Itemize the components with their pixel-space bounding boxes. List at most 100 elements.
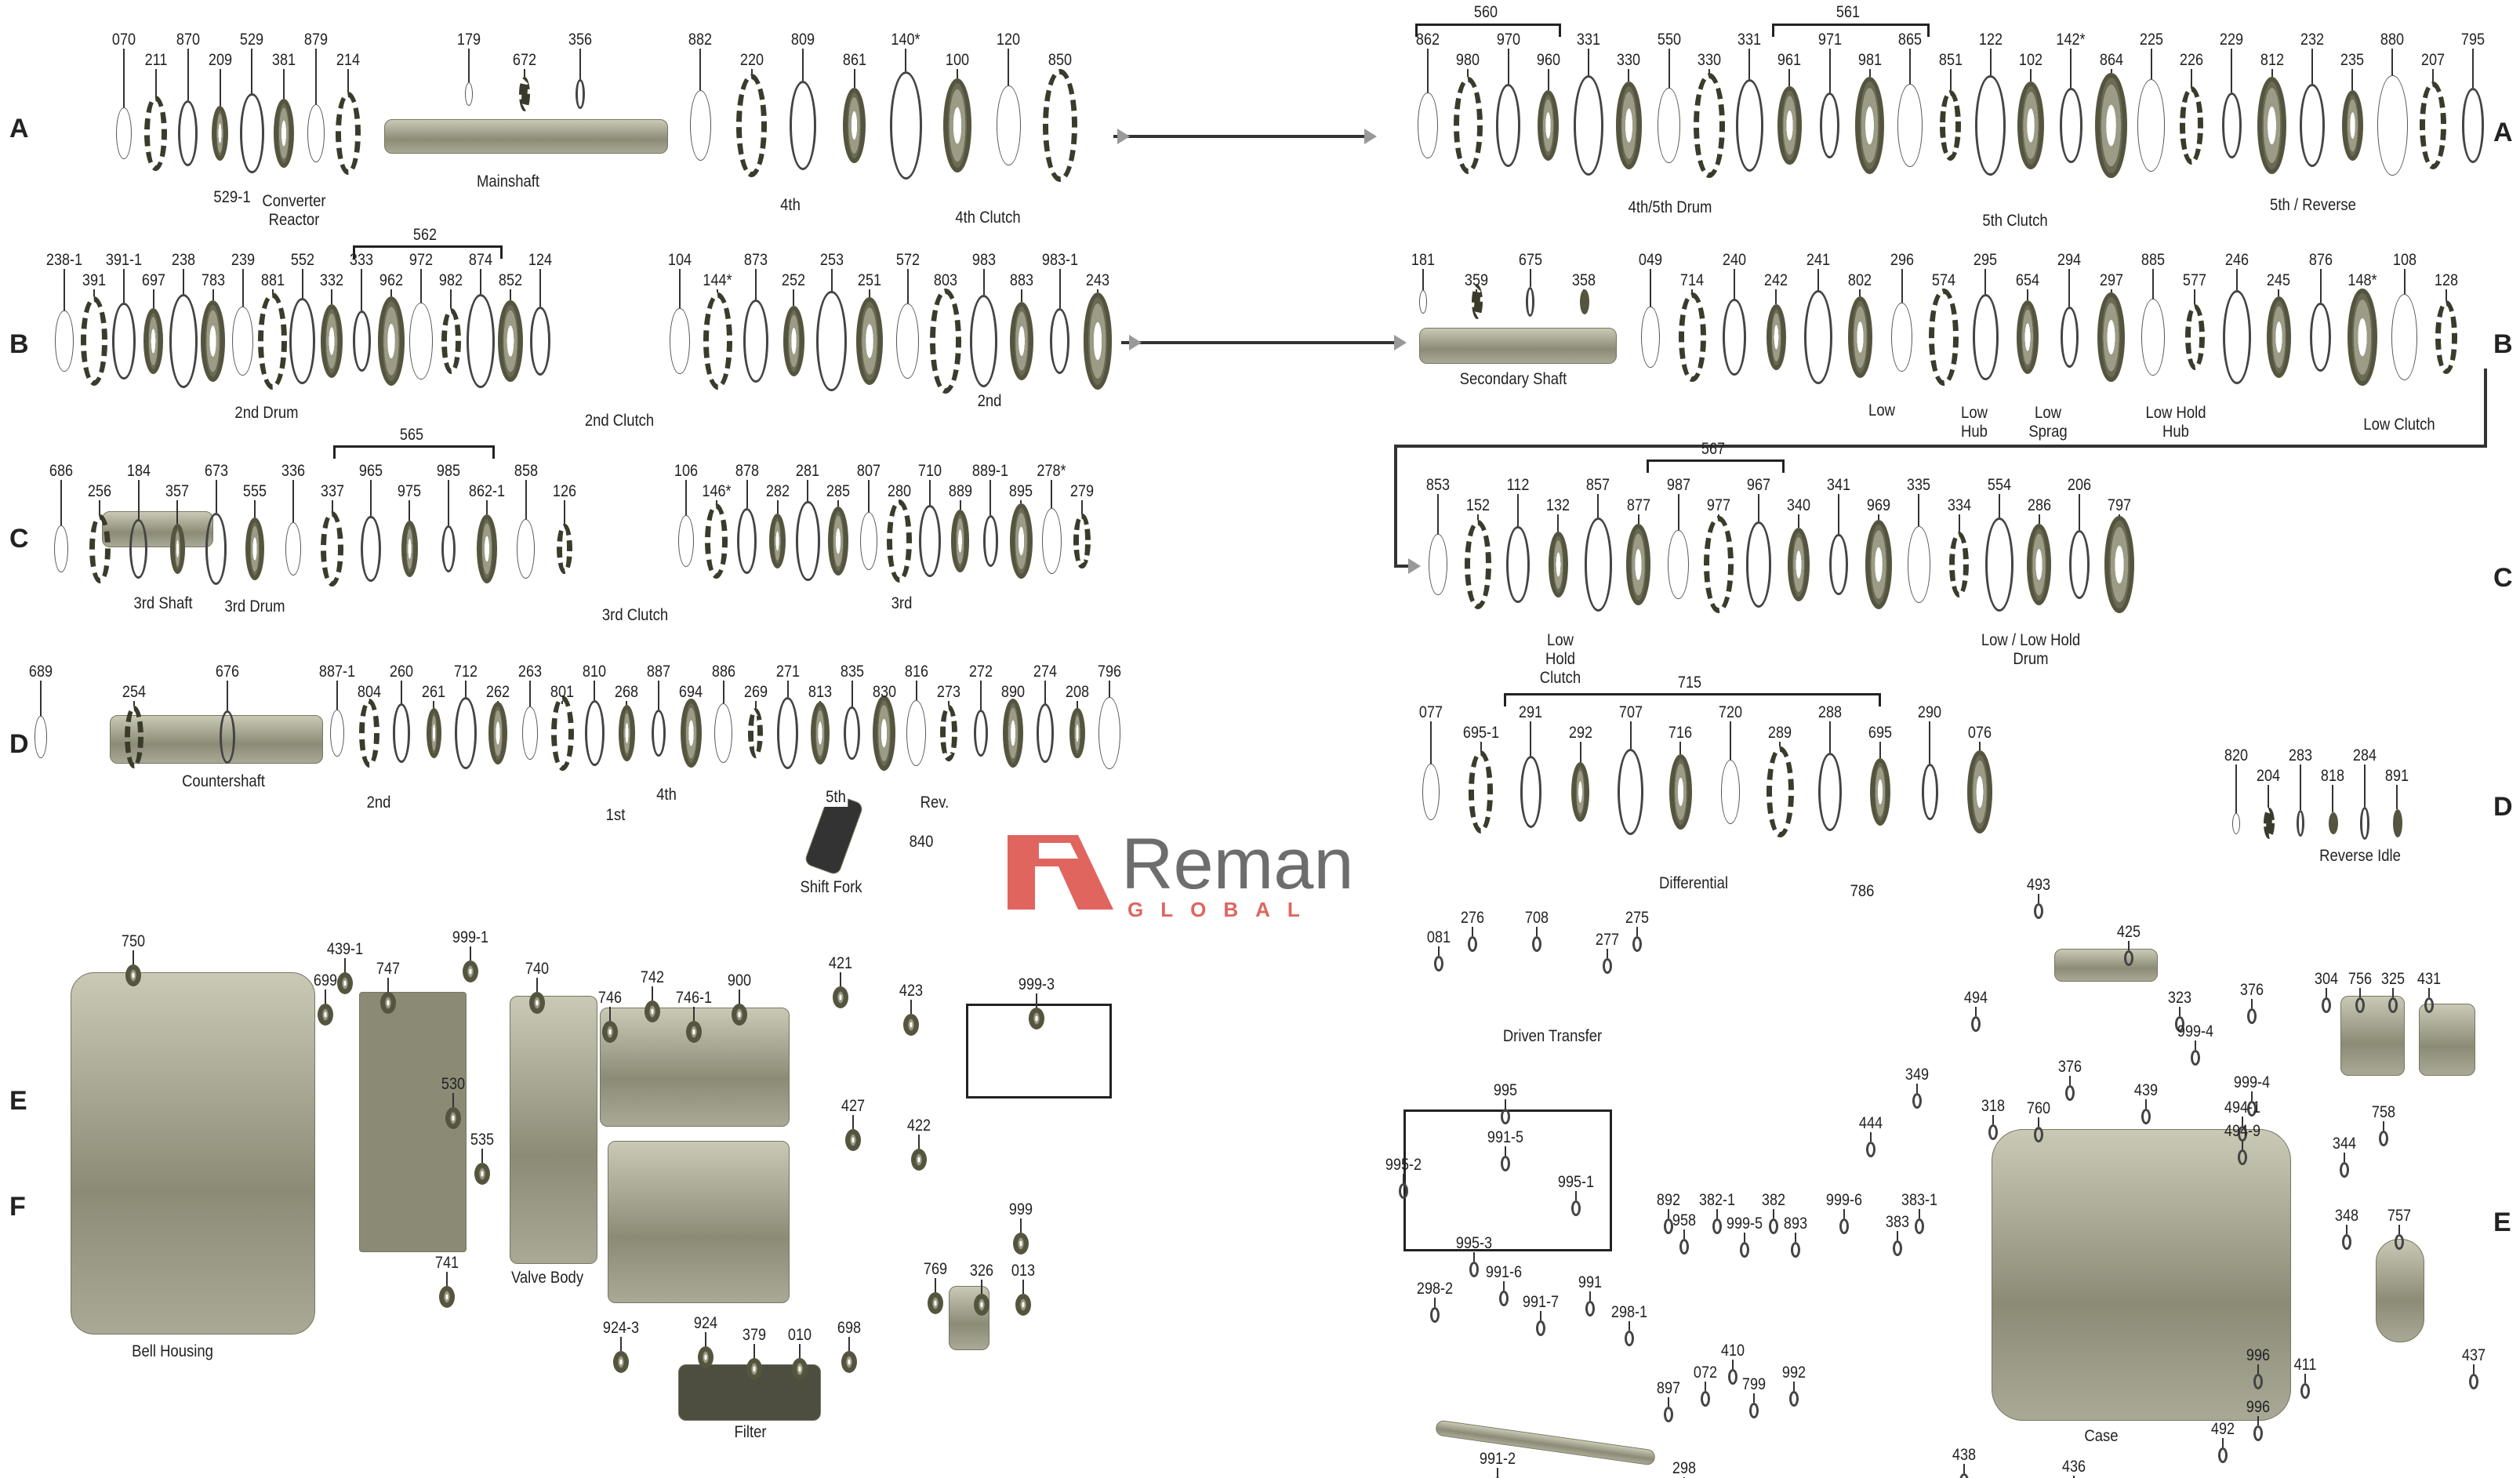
leader-line: [1422, 269, 1424, 290]
ring-part: [1525, 287, 1535, 317]
small-part: [1430, 1307, 1440, 1323]
part-number-label: 554: [1987, 476, 2011, 494]
caption-2nd-clutch: 2nd Clutch: [583, 412, 656, 430]
part-number-label: 494-1: [2224, 1099, 2261, 1117]
ring-part: [1617, 748, 1644, 836]
leader-line: [2231, 49, 2233, 93]
leader-line: [2242, 1140, 2243, 1149]
leader-line: [1979, 742, 1981, 751]
clutch-plate-part: [1929, 288, 1959, 387]
part-number-label: 983: [971, 251, 996, 269]
ring-part: [576, 79, 585, 109]
small-part: [792, 1358, 808, 1380]
part-number-label: 335: [1907, 476, 1931, 494]
leader-line: [1963, 1464, 1965, 1473]
leader-line: [2428, 988, 2430, 997]
small-part: [337, 972, 353, 994]
leader-line: [1430, 721, 1432, 764]
part-number-label: 999-3: [1018, 975, 1055, 993]
small-part: [1434, 956, 1443, 971]
caption-reverse-idle: Reverse Idle: [2317, 847, 2403, 866]
part-number-label: 885: [2141, 251, 2166, 269]
bracket-561: [1772, 24, 1930, 37]
part-number-label: 535: [470, 1131, 495, 1149]
part-number-label: 081: [1426, 928, 1451, 946]
clutch-plate-part: [703, 292, 732, 390]
part-number-label: 961: [1777, 51, 1802, 69]
leader-line: [2304, 1374, 2306, 1383]
leader-line: [851, 681, 853, 706]
leader-line: [420, 269, 423, 303]
part-number-label: 330: [1697, 51, 1721, 69]
small-part: [1501, 1109, 1510, 1124]
ring-part: [1584, 517, 1613, 612]
leader-line: [1757, 494, 1759, 522]
part-number-label: 126: [552, 482, 577, 500]
ring-part: [169, 524, 185, 574]
small-part: [613, 1351, 629, 1373]
ring-part: [942, 78, 971, 172]
leader-line: [2145, 1099, 2147, 1109]
part-number-label: 879: [304, 31, 329, 49]
leader-line: [1497, 1468, 1498, 1477]
ring-part: [2461, 88, 2485, 163]
part-number-label: 277: [1595, 931, 1620, 949]
leader-line: [241, 269, 244, 307]
ring-part: [1520, 756, 1541, 828]
part-number-label: 741: [434, 1254, 459, 1272]
part-number-label: 391: [82, 271, 107, 289]
small-part: [380, 992, 396, 1014]
ring-part: [776, 697, 799, 769]
small-part: [841, 1351, 857, 1373]
leader-line: [776, 500, 779, 514]
part-number-label: 852: [498, 271, 523, 289]
part-number-label: 991-6: [1485, 1263, 1523, 1281]
ring-part: [1907, 525, 1931, 604]
small-part: [1915, 1218, 1924, 1234]
ring-part: [918, 504, 941, 578]
part-number-label: 263: [518, 663, 543, 681]
part-number-label: 281: [796, 462, 820, 480]
part-number-label: 876: [2308, 251, 2333, 269]
valve-body-part: [510, 996, 597, 1264]
part-number-label: 359: [1465, 271, 1489, 289]
ring-part: [2060, 88, 2082, 163]
small-part: [1866, 1142, 1875, 1157]
leader-line: [1998, 494, 2000, 518]
leader-line: [2271, 69, 2273, 78]
leader-line: [1795, 1233, 1796, 1242]
leader-line: [1753, 1393, 1755, 1403]
ring-part: [2359, 807, 2370, 840]
cover-757-part: [2376, 1239, 2424, 1342]
part-number-label: 712: [454, 663, 478, 681]
part-number-label: 383: [1885, 1213, 1910, 1231]
leader-line: [1919, 1209, 1920, 1218]
part-number-label: 010: [787, 1326, 812, 1344]
leader-line: [2128, 941, 2130, 950]
part-number-label: 750: [121, 932, 146, 950]
ring-part: [307, 103, 325, 163]
part-number-label: 427: [841, 1097, 866, 1115]
part-number-label: 924: [693, 1314, 718, 1332]
part-number-label: 757: [2387, 1207, 2412, 1225]
part-number-label: 850: [1048, 51, 1073, 69]
leader-line: [331, 289, 333, 305]
solenoid-425-part: [2054, 949, 2158, 982]
ring-part: [240, 93, 264, 173]
part-number-label: 883: [1010, 271, 1034, 289]
small-part: [2388, 997, 2398, 1013]
part-number-label: 422: [906, 1117, 931, 1135]
leader-line: [315, 49, 318, 104]
part-number-label: 873: [743, 251, 768, 269]
leader-line: [2179, 1007, 2180, 1016]
row-label-e-right: E: [2493, 1207, 2511, 1237]
leader-line: [1597, 494, 1600, 518]
bracket-562: [353, 245, 503, 259]
case-part: [1992, 1129, 2291, 1421]
part-number-label: 241: [1806, 251, 1830, 269]
part-number-label: 924-3: [602, 1319, 640, 1337]
leader-line: [182, 269, 184, 295]
small-part: [1679, 1239, 1689, 1255]
ring-part: [1891, 302, 1912, 372]
part-number-label: 285: [826, 482, 851, 500]
